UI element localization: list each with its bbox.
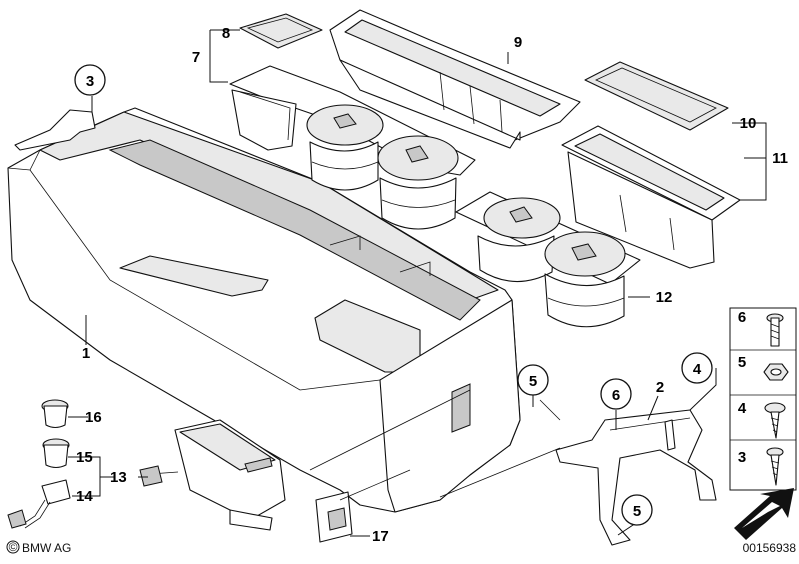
callout-11: 11 <box>772 150 788 167</box>
callout-circle-5a <box>517 364 549 396</box>
center-console-body <box>7 107 521 513</box>
callout-4: 4 <box>693 361 702 378</box>
rear-cupholder-assembly <box>455 191 641 328</box>
legend-label-2: 4 <box>738 400 747 417</box>
copyright-circle <box>6 540 20 554</box>
callout-5-top: 5 <box>529 373 537 390</box>
self-tapping-screw-icon <box>766 447 784 486</box>
callout-17: 17 <box>372 528 389 545</box>
callout-2: 2 <box>656 379 664 396</box>
legend-label-1: 5 <box>738 354 746 371</box>
callout-5-bottom: 5 <box>633 503 641 520</box>
legend-frame <box>729 307 797 491</box>
oval-head-screw-icon <box>764 402 786 439</box>
long-storage-tray <box>329 9 581 149</box>
callout-labels: 3 7 8 9 10 11 12 1 5 6 2 4 5 16 15 13 14… <box>74 25 788 545</box>
front-cupholder-assembly <box>229 65 476 230</box>
callout-1: 1 <box>82 345 90 362</box>
mounting-bracket <box>555 409 717 546</box>
hex-nut-icon <box>763 363 789 381</box>
callout-7: 7 <box>192 49 200 66</box>
diagram-number: 00156938 <box>743 541 797 555</box>
callout-9: 9 <box>514 34 522 51</box>
callout-circle-6 <box>600 378 632 410</box>
brand-label: BMW AG <box>22 541 71 555</box>
callout-14: 14 <box>76 488 93 505</box>
footer: © BMW AG 00156938 <box>6 540 797 555</box>
callout-circle-3 <box>74 64 106 96</box>
storage-compartment <box>561 125 741 269</box>
legend-label-0: 6 <box>738 309 746 326</box>
leader-lines <box>68 29 767 537</box>
callout-6: 6 <box>612 387 620 404</box>
callout-13: 13 <box>110 469 127 486</box>
copyright-symbol: © <box>9 540 18 554</box>
callout-10: 10 <box>740 115 757 132</box>
callout-12: 12 <box>656 289 673 306</box>
rubber-mat <box>584 61 729 131</box>
callout-3: 3 <box>86 73 94 90</box>
fastener-legend: 6 5 4 3 <box>729 307 797 540</box>
small-electrical-parts <box>7 399 353 543</box>
callout-16: 16 <box>85 409 102 426</box>
legend-label-3: 3 <box>738 449 746 466</box>
direction-arrow-icon <box>734 488 794 540</box>
callout-8: 8 <box>222 25 230 42</box>
small-tray-insert <box>239 13 323 49</box>
callout-circle-5b <box>621 494 653 526</box>
torx-bolt-icon <box>766 313 784 347</box>
callout-circle-4 <box>681 352 713 384</box>
callout-15: 15 <box>76 449 93 466</box>
